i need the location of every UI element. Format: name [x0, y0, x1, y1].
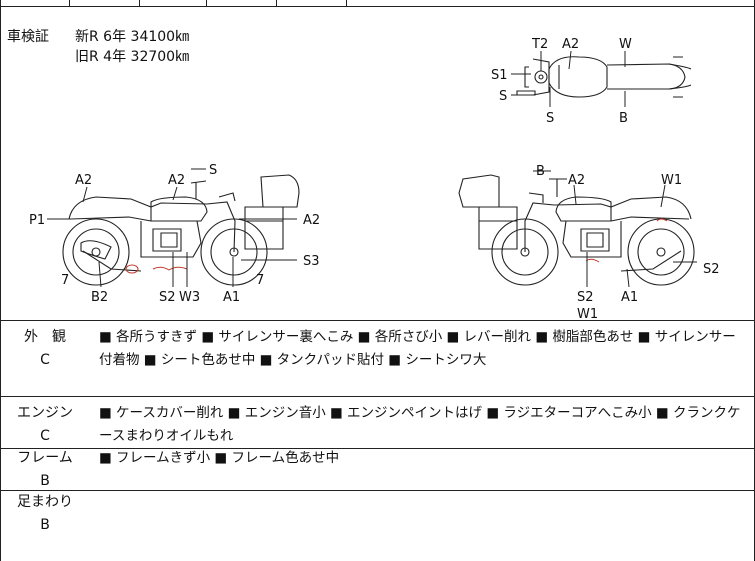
- new-registration: 新R 6年 34100㎞: [75, 29, 190, 45]
- section-detail: ■ ケースカバー削れ ■ エンジン音小 ■ エンジンペイントはげ ■ ラジエター…: [99, 405, 741, 444]
- section-grade: C: [40, 428, 50, 444]
- section-suspension: 足まわり B: [1, 491, 754, 561]
- section-engine: エンジン C ■ ケースカバー削れ ■ エンジン音小 ■ エンジンペイントはげ …: [1, 397, 754, 449]
- damage-mark: [152, 266, 188, 271]
- section-exterior: 外 観 C ■ 各所うすきず ■ サイレンサー裏へこみ ■ 各所さび小 ■ レバ…: [1, 321, 754, 397]
- section-name: エンジン: [17, 405, 73, 421]
- old-registration: 旧R 4年 32700㎞: [75, 49, 190, 65]
- callout-label: S1: [491, 68, 508, 83]
- section-detail: ■ フレームきず小 ■ フレーム色あせ中: [99, 450, 340, 466]
- section-grade: B: [40, 473, 50, 489]
- inspection-label: 車検証: [7, 29, 49, 45]
- callout-label: T2: [531, 37, 548, 52]
- damage-mark: [125, 264, 139, 274]
- callout-label: A2: [568, 173, 585, 188]
- section-detail: ■ 各所うすきず ■ サイレンサー裏へこみ ■ 各所さび小 ■ レバー削れ ■ …: [99, 329, 736, 368]
- callout-label: W1: [661, 173, 682, 188]
- callout-label: A2: [562, 37, 579, 52]
- callout-label: S: [546, 111, 554, 126]
- callout-label: S: [499, 89, 507, 104]
- motorcycle-diagrams: T2 A2 W S1 S S B A2 A2 S P1 A2 S3 7 7 B2…: [29, 37, 720, 320]
- section-grade: C: [40, 352, 50, 368]
- callout-label: W3: [179, 290, 200, 305]
- callout-label: S2: [159, 290, 176, 305]
- damage-mark: [585, 258, 600, 263]
- callout-label: B2: [91, 290, 108, 305]
- damage-mark: [656, 218, 668, 222]
- top-view-motorcycle: [516, 56, 692, 98]
- callout-label: A2: [303, 213, 320, 228]
- callout-label: A1: [621, 290, 638, 305]
- callout-label: A2: [168, 173, 185, 188]
- diagram-panel: 車検証 新R 6年 34100㎞ 旧R 4年 32700㎞: [1, 7, 754, 321]
- section-name: 外 観: [24, 329, 66, 345]
- callout-label: 7: [61, 273, 69, 288]
- section-grade: B: [40, 517, 50, 533]
- callout-label: S3: [303, 254, 320, 269]
- callout-label: B: [536, 164, 545, 179]
- callout-label: S2: [703, 262, 720, 277]
- callout-label: A1: [223, 290, 240, 305]
- callout-label: 7: [256, 273, 264, 288]
- section-frame: フレーム B ■ フレームきず小 ■ フレーム色あせ中: [1, 449, 754, 491]
- callout-label: W: [619, 37, 632, 52]
- left-side-motorcycle: [62, 174, 300, 286]
- top-table-edge: [1, 0, 754, 7]
- section-name: 足まわり: [17, 494, 73, 510]
- callout-label: A2: [75, 173, 92, 188]
- callout-label: S: [209, 163, 217, 178]
- callout-label: W1: [577, 307, 598, 320]
- callout-label: B: [619, 111, 628, 126]
- callout-labels: T2 A2 W S1 S S B A2 A2 S P1 A2 S3 7 7 B2…: [29, 37, 720, 320]
- section-name: フレーム: [17, 450, 73, 466]
- damage-marks: [125, 218, 668, 274]
- callout-label: S2: [577, 290, 594, 305]
- right-side-motorcycle: [458, 174, 695, 286]
- callout-label: P1: [29, 213, 45, 228]
- callout-leaders: [47, 50, 697, 288]
